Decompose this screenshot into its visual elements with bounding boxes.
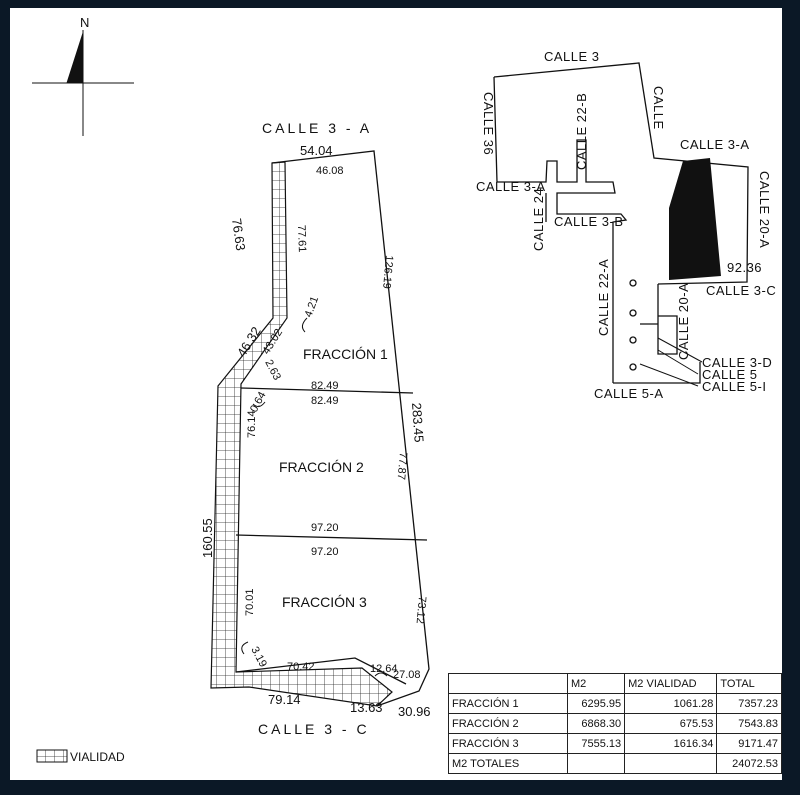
dimension-label: 77.87 <box>395 452 409 480</box>
area-table: M2 M2 VIALIDAD TOTAL FRACCIÓN 1 6295.95 … <box>448 673 782 774</box>
key-street-calle-3: CALLE 3 <box>544 49 600 64</box>
table-row: M2 TOTALES 24072.53 <box>448 753 782 774</box>
vialidad-strip <box>210 161 393 707</box>
table-cell: FRACCIÓN 3 <box>448 733 568 754</box>
key-map-site <box>669 158 721 280</box>
dimension-label: 12.64 <box>370 663 398 675</box>
table-cell: 7555.13 <box>566 733 626 754</box>
dimension-label: 160.55 <box>200 518 215 558</box>
fraction-1-label: FRACCIÓN 1 <box>303 346 388 362</box>
key-street-calle-3c: CALLE 3-C <box>706 283 776 298</box>
key-street-calle-3d: CALLE 3-D <box>702 355 772 370</box>
key-street-calle-3a-right: CALLE 3-A <box>680 137 750 152</box>
dimension-label: 76.63 <box>229 217 248 251</box>
dimension-label: 126.19 <box>380 255 395 290</box>
street-label-calle-3c: CALLE 3 - C <box>258 721 370 737</box>
key-street-calle-22a: CALLE 22-A <box>596 259 611 336</box>
dimension-label: 283.45 <box>409 402 427 443</box>
dimension-label: 54.04 <box>300 143 333 158</box>
table-header: M2 <box>566 673 626 694</box>
key-map-leaders <box>639 337 703 387</box>
table-cell: 1616.34 <box>624 733 718 754</box>
table-cell: 7357.23 <box>716 693 782 714</box>
arc-markers <box>241 317 388 677</box>
table-cell: 6868.30 <box>566 713 626 734</box>
dimension-label: 76.14 <box>246 410 258 438</box>
dimension-label: 2.63 <box>262 358 283 383</box>
key-street-calle-36: CALLE 36 <box>481 92 496 155</box>
table-header: M2 VIALIDAD <box>624 673 718 694</box>
fraction-2-label: FRACCIÓN 2 <box>279 459 364 475</box>
key-street-calle-20a-lower: CALLE 20-A <box>676 283 691 360</box>
table-row: FRACCIÓN 1 6295.95 1061.28 7357.23 <box>448 693 782 714</box>
dimension-label: 77.61 <box>295 225 308 253</box>
table-header-row: M2 M2 VIALIDAD TOTAL <box>448 673 782 694</box>
dimension-label: 79.14 <box>268 692 301 707</box>
key-street-calle-5i: CALLE 5-I <box>702 379 766 394</box>
key-street-calle-3b: CALLE 3-B <box>554 214 624 229</box>
table-header <box>448 673 568 694</box>
dimension-label: 46.08 <box>316 165 344 177</box>
table-row: FRACCIÓN 3 7555.13 1616.34 9171.47 <box>448 733 782 754</box>
table-cell: 6295.95 <box>566 693 626 714</box>
dimension-label: 30.96 <box>398 704 431 719</box>
dimension-label: 70.01 <box>244 588 256 616</box>
street-label-calle-3a: CALLE 3 - A <box>262 120 372 136</box>
parcel-outline <box>235 150 430 707</box>
dimension-label: 97.20 <box>311 546 339 558</box>
table-cell <box>566 753 626 774</box>
dimension-label: 73.12 <box>414 596 428 624</box>
key-dimension-92-36: 92.36 <box>727 260 762 275</box>
key-street-calle-22b: CALLE 22-B <box>574 93 589 170</box>
legend-vialidad-label: VIALIDAD <box>70 750 125 764</box>
legend-vialidad-swatch <box>36 749 68 763</box>
north-label: N <box>80 15 89 30</box>
table-header: TOTAL <box>716 673 782 694</box>
table-cell: 7543.83 <box>716 713 782 734</box>
key-street-calle-20a: CALLE 20-A <box>757 171 772 248</box>
table-cell: FRACCIÓN 2 <box>448 713 568 734</box>
dimension-label: 4.21 <box>303 295 322 319</box>
dimension-label: 82.49 <box>311 395 339 407</box>
dimension-label: 82.49 <box>311 380 339 392</box>
key-street-calle-5a: CALLE 5-A <box>594 386 664 401</box>
table-cell: 24072.53 <box>716 753 782 774</box>
dimension-label: 13.63 <box>350 700 383 715</box>
fraction-3-label: FRACCIÓN 3 <box>282 594 367 610</box>
dimension-label: 97.20 <box>311 522 339 534</box>
key-street-calle: CALLE <box>651 86 666 130</box>
plan-sheet <box>10 8 782 780</box>
dimension-label: 70.42 <box>287 661 315 673</box>
table-cell: M2 TOTALES <box>448 753 568 774</box>
key-street-calle-24: CALLE 24 <box>531 188 546 251</box>
dimension-label: 27.08 <box>393 669 421 681</box>
dimension-label: 3.19 <box>248 645 269 670</box>
table-cell: 1061.28 <box>624 693 718 714</box>
key-street-calle-3a-left: CALLE 3-A <box>476 179 546 194</box>
table-cell: 9171.47 <box>716 733 782 754</box>
north-arrow-icon <box>32 30 134 136</box>
table-cell: FRACCIÓN 1 <box>448 693 568 714</box>
key-street-calle-5: CALLE 5 <box>702 367 758 382</box>
table-cell <box>624 753 718 774</box>
table-row: FRACCIÓN 2 6868.30 675.53 7543.83 <box>448 713 782 734</box>
table-cell: 675.53 <box>624 713 718 734</box>
